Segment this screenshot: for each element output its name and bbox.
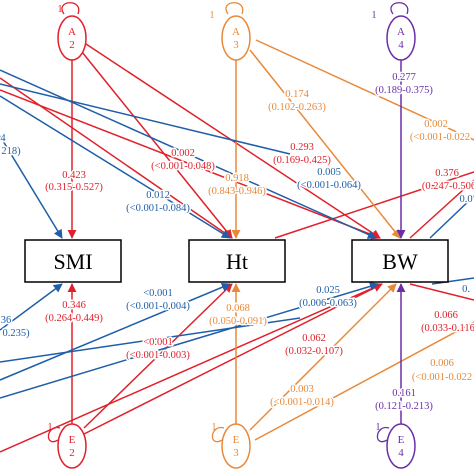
- label-e3-ht-est: 0.068: [226, 303, 250, 314]
- a2-number: 2: [69, 39, 75, 51]
- path-e1-bw-red: [0, 283, 383, 453]
- bw-label: BW: [382, 249, 418, 274]
- path-e3-bw: [249, 283, 397, 431]
- path-blue-e1-extra: [0, 317, 301, 363]
- path-blue-e1-ht: [0, 282, 231, 381]
- label-e4-bw-ci: (0.121-0.213): [375, 401, 433, 412]
- path-blue-e1-smi: [0, 283, 63, 331]
- label-e-right-ci: (0.033-0.116: [421, 323, 474, 334]
- label-blue-a1-bw-ci: (<0.001-0.064): [297, 180, 361, 191]
- a3-variance: 1: [210, 10, 215, 21]
- a4-number: 4: [398, 39, 404, 51]
- path-e2-bw: [83, 283, 383, 435]
- label-a2-bw-est: 0.293: [290, 142, 314, 153]
- ht-box: Ht: [188, 239, 286, 283]
- bw-box: BW: [351, 239, 449, 283]
- label-e3-bw-ci: (<0.001-0.014): [270, 397, 334, 408]
- label-a2-ht-est: 0.002: [171, 148, 195, 159]
- smi-box: SMI: [24, 239, 122, 283]
- e2-variance: 1: [48, 422, 53, 433]
- label-a4-bw-est: 0.277: [392, 72, 416, 83]
- path-blue-right-bottom: [431, 277, 474, 285]
- label-a4-bw-ci: (0.189-0.375): [375, 85, 433, 96]
- e4-letter: E: [398, 434, 405, 446]
- path-a2-ht: [81, 51, 233, 239]
- label-e3-bw-est: 0.003: [290, 384, 314, 395]
- a4-letter: A: [397, 26, 405, 38]
- e2-letter: E: [69, 434, 76, 446]
- path-blue-e1-bw: [0, 282, 379, 399]
- path-blue-a1-extra: [0, 83, 291, 155]
- a2-variance: 1: [58, 4, 63, 15]
- label-blue-a1-bw-est: 0.005: [317, 167, 341, 178]
- e3-variance: 1: [212, 422, 217, 433]
- label-a2-bw-ci: (0.169-0.425): [273, 155, 331, 166]
- path-a3-bw: [249, 49, 401, 239]
- path-a3-right: [255, 39, 474, 141]
- e4-variance: 1: [376, 422, 381, 433]
- label-e4-ht-ci: (<0.001-0.022: [412, 372, 472, 383]
- label-a3-top-est: 0.174: [285, 89, 309, 100]
- label-a3-ht-est: 0.918: [225, 173, 249, 184]
- label-blue-a1-ht-ci: (<0.001-0.084): [126, 203, 190, 214]
- label-e2-bw-est: 0.062: [302, 333, 326, 344]
- latent-a4: 1 A 4: [372, 2, 416, 61]
- label-e3-ht-ci: (0.050-0.091): [209, 316, 267, 327]
- label-e2-bw-ci: (0.032-0.107): [285, 346, 343, 357]
- path-blue-a1-smi: [0, 135, 63, 239]
- label-blue-a1-ht-est: 0.012: [146, 190, 170, 201]
- e4-number: 4: [398, 447, 404, 459]
- label-a2-smi-ci: (0.315-0.527): [45, 182, 103, 193]
- latent-e4: E 4 1: [376, 422, 416, 469]
- label-blue-right-top: 0.0: [459, 194, 472, 205]
- path-right-a-bw: [409, 179, 474, 239]
- ht-label: Ht: [226, 249, 248, 274]
- latent-a3: 1 A 3: [210, 2, 251, 61]
- label-e4-ht-est: 0.006: [430, 358, 454, 369]
- label-blue-left-top-est: 4: [0, 133, 6, 144]
- path-blue-a1-bw: [0, 69, 377, 239]
- smi-label: SMI: [53, 249, 92, 274]
- label-e2-ht-est: <0.001: [143, 337, 173, 348]
- label-a2-ht-ci: (<0.001-0.048): [151, 161, 215, 172]
- label-e2-smi-est: 0.346: [62, 300, 86, 311]
- label-blue-right-bottom: 0.: [462, 284, 470, 295]
- path-blue-right-top: [429, 195, 474, 239]
- latent-e3: E 3 1: [212, 422, 251, 469]
- a3-number: 3: [233, 39, 239, 51]
- label-e4-bw-est: 0.161: [392, 388, 416, 399]
- e2-number: 2: [69, 447, 75, 459]
- label-blue-e1-bw-est: 0.025: [316, 285, 340, 296]
- label-blue-e1-ht-est: <0.001: [143, 288, 173, 299]
- label-blue-left-bottom-est: 36: [1, 315, 12, 326]
- label-a-right-ci: (0.247-0.506: [422, 181, 474, 192]
- label-e2-smi-ci: (0.264-0.449): [45, 313, 103, 324]
- label-a-right-est: 0.376: [435, 168, 459, 179]
- path-a1-bw-red: [0, 89, 381, 240]
- a3-letter: A: [232, 26, 240, 38]
- a4-variance: 1: [372, 10, 377, 21]
- label-blue-e1-ht-ci: (<0.001-0.004): [126, 301, 190, 312]
- label-blue-left-top-ci: 218): [1, 146, 21, 157]
- e3-letter: E: [233, 434, 240, 446]
- label-blue-e1-bw-ci: (0.006-0.063): [299, 298, 357, 309]
- label-a3-ht-ci: (0.843-0.946): [208, 186, 266, 197]
- latent-a2: 1 A 2: [57, 2, 87, 61]
- label-a3-top-ci: (0.102-0.263): [268, 102, 326, 113]
- label-blue-left-bottom-ci: 0.235): [2, 328, 30, 339]
- path-e-right-red: [409, 283, 474, 301]
- label-a2-smi-est: 0.423: [62, 170, 86, 181]
- e3-number: 3: [233, 447, 239, 459]
- label-e2-ht-ci: (<0.001-0.003): [126, 350, 190, 361]
- a2-letter: A: [68, 26, 76, 38]
- label-e-right-est: 0.066: [434, 310, 458, 321]
- path-e3-right: [254, 321, 474, 441]
- latent-e2: E 2 1: [48, 422, 87, 469]
- label-a3-bw-est: 0.002: [424, 119, 448, 130]
- label-a3-bw-ci: (<0.001-0.022: [410, 132, 470, 143]
- path-blue-a1-ht: [0, 95, 231, 239]
